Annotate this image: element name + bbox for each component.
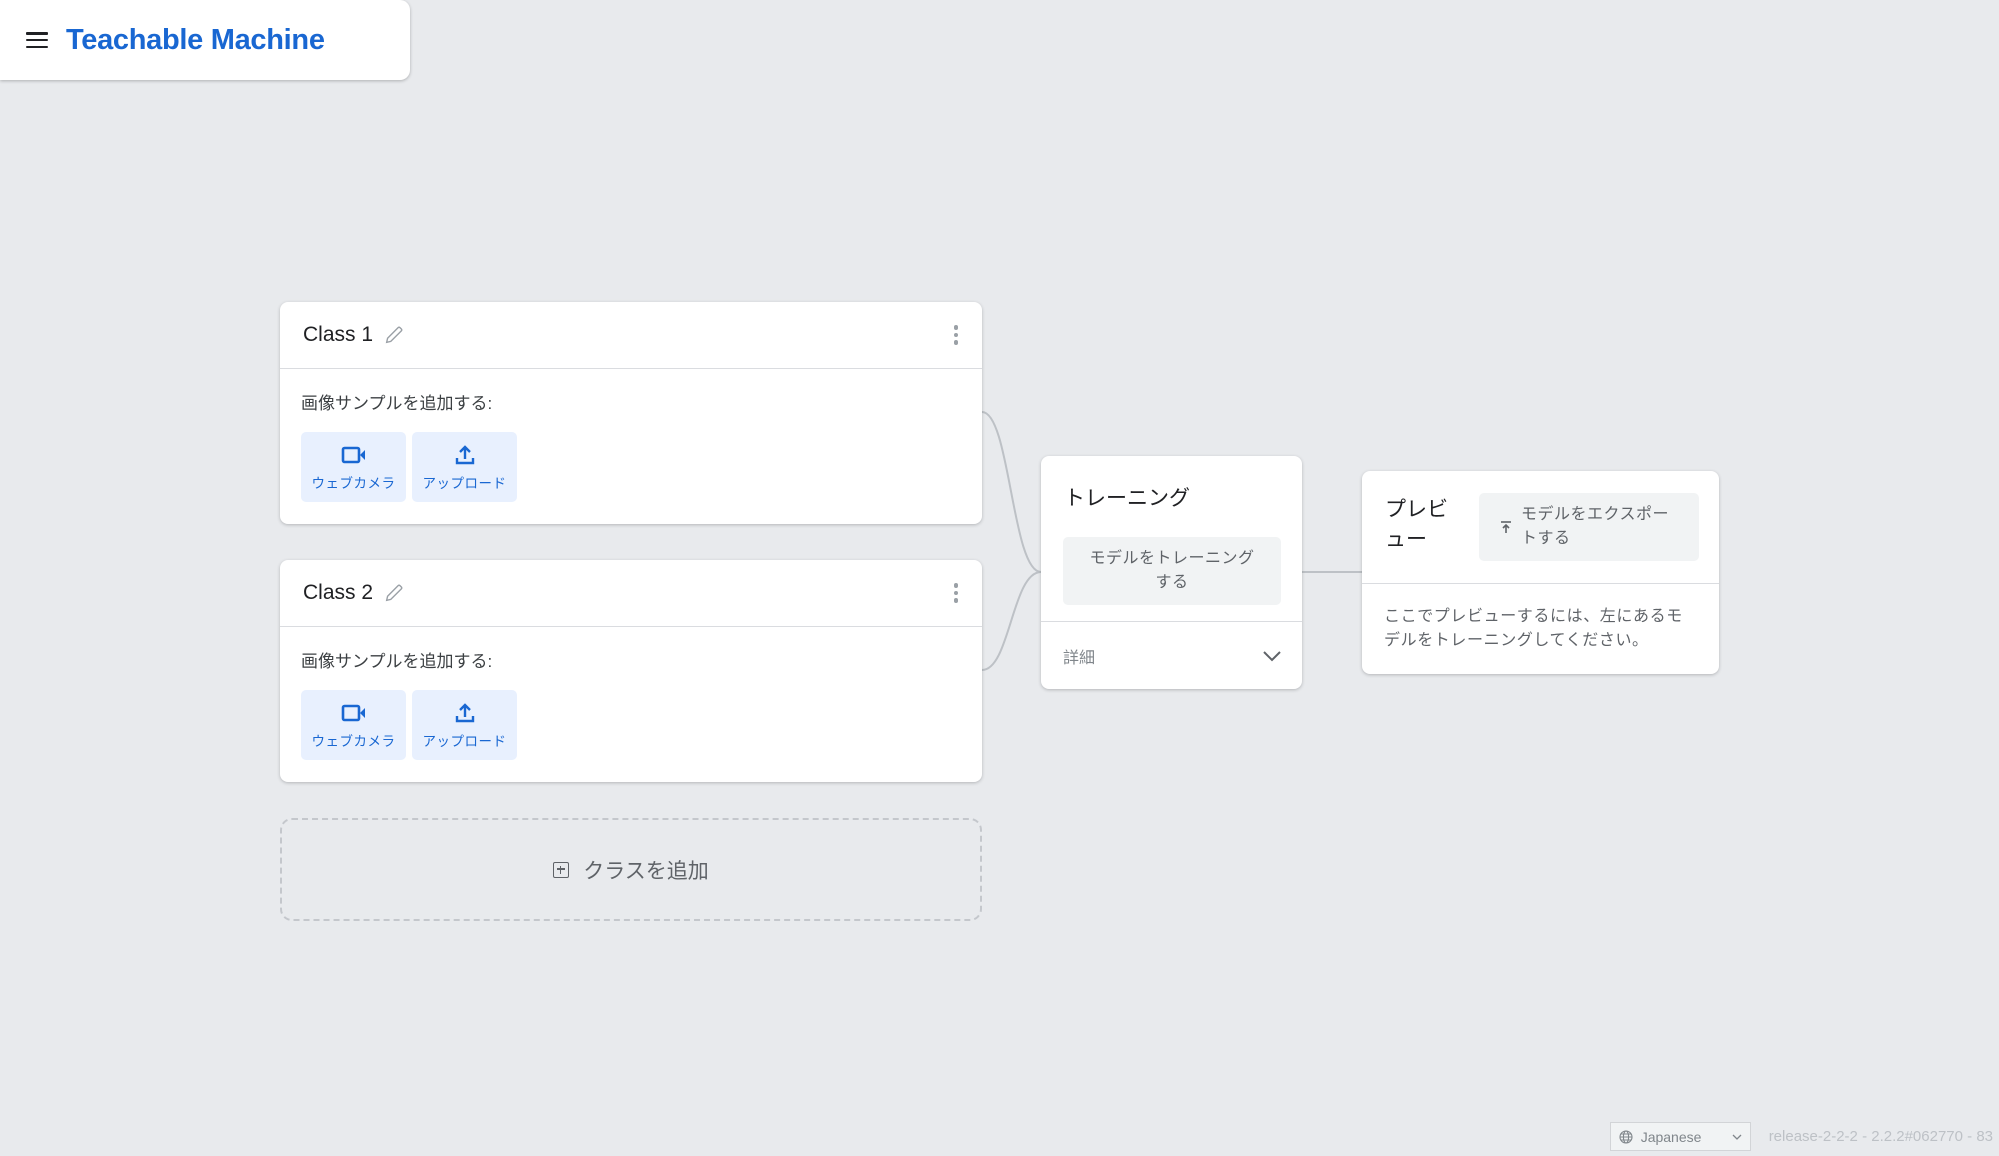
add-class-label: クラスを追加 [583, 859, 709, 883]
app-title[interactable]: Teachable Machine [66, 23, 325, 56]
upload-label: アップロード [422, 475, 507, 491]
upload-label: アップロード [422, 733, 507, 749]
upload-icon [455, 444, 474, 464]
upload-icon [455, 702, 474, 722]
preview-title: プレビュー [1385, 498, 1448, 551]
upload-button[interactable]: アップロード [412, 432, 517, 502]
globe-icon [1619, 1129, 1633, 1144]
divider [1041, 621, 1302, 622]
language-label: Japanese [1640, 1128, 1702, 1145]
divider [1362, 583, 1719, 584]
class-name[interactable]: Class 1 [303, 323, 374, 346]
advanced-toggle[interactable]: 詳細 [1041, 622, 1302, 689]
chevron-down-icon [1732, 1134, 1742, 1140]
pencil-icon[interactable] [383, 582, 405, 604]
pencil-icon[interactable] [383, 324, 405, 346]
training-panel: トレーニング モデルをトレーニングする 詳細 [1041, 456, 1302, 689]
export-icon [1501, 521, 1511, 533]
hamburger-menu-icon[interactable] [26, 32, 48, 48]
app-header: Teachable Machine [0, 0, 410, 80]
advanced-label: 詳細 [1063, 649, 1096, 667]
training-title: トレーニング [1064, 487, 1190, 510]
more-options-icon[interactable] [952, 583, 960, 603]
webcam-label: ウェブカメラ [311, 733, 396, 749]
webcam-label: ウェブカメラ [311, 475, 396, 491]
class-card-header: Class 2 [280, 560, 982, 627]
class-card-2: Class 2 画像サンプルを追加する: ウェブカメラ アップロード [280, 560, 982, 782]
webcam-icon [341, 704, 365, 721]
add-class-button[interactable]: クラスを追加 [280, 818, 982, 921]
add-box-icon [553, 861, 570, 878]
webcam-icon [341, 446, 365, 463]
train-model-button[interactable]: モデルをトレーニングする [1063, 537, 1281, 605]
chevron-down-icon [1263, 650, 1281, 661]
preview-panel: プレビュー モデルをエクスポートする ここでプレビューするには、左にあるモデルを… [1362, 471, 1719, 674]
class-card-1: Class 1 画像サンプルを追加する: ウェブカメラ アップロード [280, 302, 982, 524]
class-name[interactable]: Class 2 [303, 581, 374, 604]
version-text: release-2-2-2 - 2.2.2#062770 - 83 [1768, 1128, 1993, 1145]
more-options-icon[interactable] [952, 325, 960, 345]
webcam-button[interactable]: ウェブカメラ [301, 690, 406, 760]
footer: Japanese release-2-2-2 - 2.2.2#062770 - … [1609, 1122, 1993, 1151]
webcam-button[interactable]: ウェブカメラ [301, 432, 406, 502]
preview-message: ここでプレビューするには、左にあるモデルをトレーニングしてください。 [1384, 608, 1683, 649]
add-sample-label: 画像サンプルを追加する: [301, 652, 493, 671]
language-select[interactable]: Japanese [1609, 1122, 1751, 1151]
upload-button[interactable]: アップロード [412, 690, 517, 760]
export-model-button[interactable]: モデルをエクスポートする [1479, 493, 1699, 561]
class-card-header: Class 1 [280, 302, 982, 369]
export-label: モデルをエクスポートする [1521, 506, 1670, 547]
add-sample-label: 画像サンプルを追加する: [301, 394, 493, 413]
